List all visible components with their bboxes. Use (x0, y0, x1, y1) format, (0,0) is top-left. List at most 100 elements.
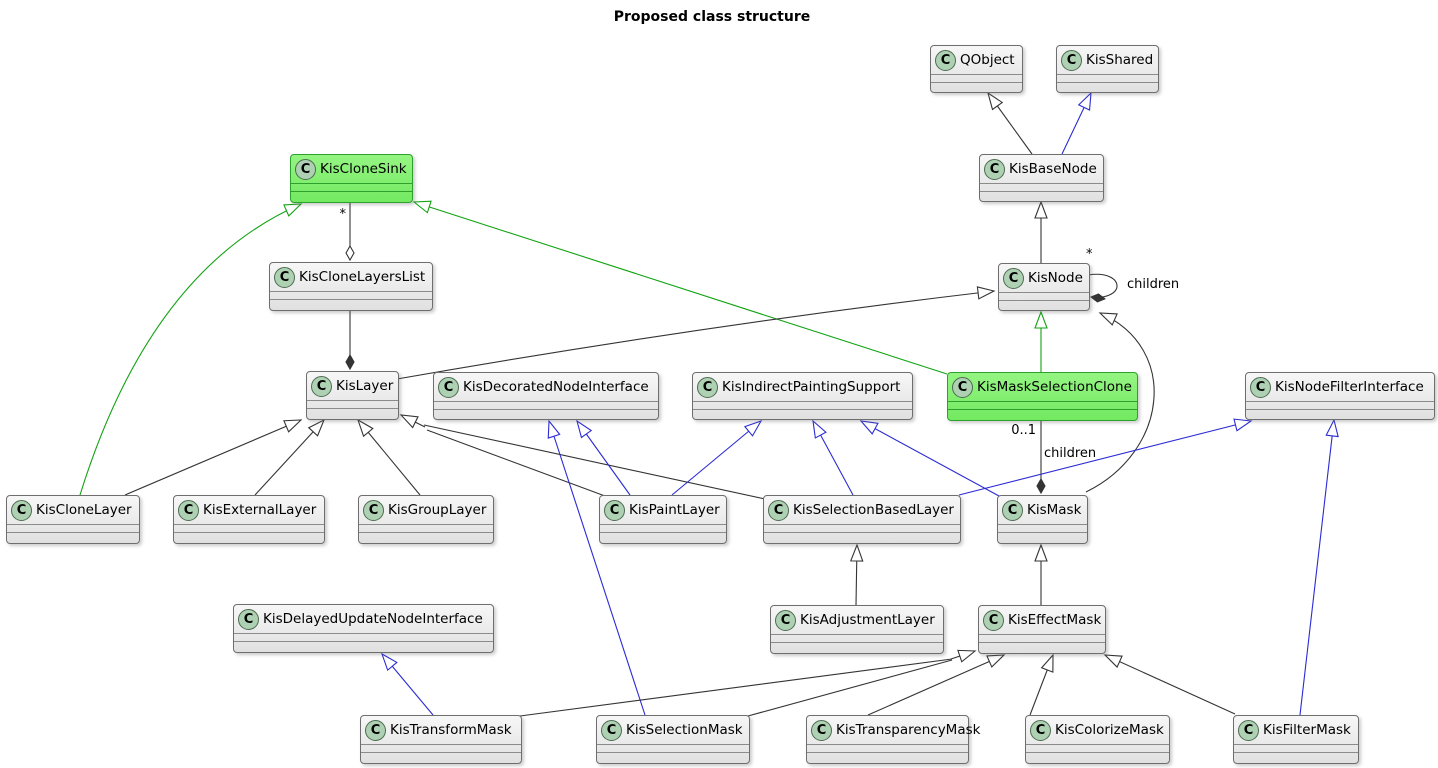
class-stereotype-icon: C (1003, 267, 1024, 289)
edge-kisgrouplayer-extends-kislayer (357, 418, 421, 496)
class-name: KisPaintLayer (629, 502, 720, 518)
edge-kisbasenode-extends-kisshared (1061, 91, 1092, 155)
fields-compartment (1026, 744, 1169, 752)
class-stereotype-icon: C (274, 266, 295, 288)
methods-compartment (1026, 752, 1169, 760)
class-stereotype-icon: C (697, 376, 718, 398)
class-name: KisShared (1086, 52, 1154, 68)
fields-compartment (359, 524, 493, 532)
class-stereotype-icon: C (984, 158, 1005, 180)
methods-compartment (434, 409, 658, 417)
class-name: KisColorizeMask (1055, 722, 1164, 738)
class-name: KisIndirectPaintingSupport (722, 379, 901, 395)
class-stereotype-icon: C (983, 609, 1004, 631)
class-stereotype-icon: C (438, 376, 459, 398)
fields-compartment (948, 401, 1137, 409)
fields-compartment (291, 183, 412, 191)
fields-compartment (693, 401, 912, 409)
methods-compartment (1234, 752, 1358, 760)
methods-compartment (361, 752, 521, 760)
edge-role-label: children (1044, 446, 1097, 461)
edge-kislayer-extends-kisnode (396, 286, 996, 380)
methods-compartment (979, 642, 1105, 650)
edge-kisselectionbasedlayer-extends-kislayer (423, 424, 766, 500)
edge-kisclonelayer-extends-kisclonesink (79, 203, 303, 496)
edge-kisfiltermask-extends-kisnodefilterinterface (1299, 418, 1339, 716)
class-stereotype-icon: C (11, 499, 32, 521)
fields-compartment (807, 744, 968, 752)
methods-compartment (807, 752, 968, 760)
fields-compartment (600, 524, 726, 532)
fields-compartment (931, 74, 1022, 82)
methods-compartment (771, 642, 943, 650)
edge-role-label: children (1127, 277, 1180, 292)
class-stereotype-icon: C (178, 499, 199, 521)
multiplicity-label: 0..1 (1011, 423, 1036, 438)
class-name: KisExternalLayer (203, 502, 317, 518)
class-name: KisMaskSelectionClone (977, 379, 1132, 395)
fields-compartment (597, 744, 749, 752)
class-stereotype-icon: C (311, 375, 332, 397)
fields-compartment (1246, 401, 1434, 409)
methods-compartment (7, 532, 139, 540)
methods-compartment (597, 752, 749, 760)
edge-kistransparencymask-extends-kiseffectmask (867, 654, 1006, 716)
methods-compartment (998, 532, 1087, 540)
methods-compartment (999, 300, 1089, 308)
class-stereotype-icon: C (601, 719, 622, 741)
class-stereotype-icon: C (238, 608, 259, 630)
class-name: KisFilterMask (1263, 722, 1351, 738)
edge-kismask-extends-kisnode (1085, 312, 1155, 493)
diagram-title: Proposed class structure (613, 9, 811, 25)
class-name: KisCloneLayer (36, 502, 132, 518)
edge-kismaskselectionclone-extends-kisclonesink (412, 200, 948, 375)
fields-compartment (7, 524, 139, 532)
class-name: KisSelectionMask (626, 722, 743, 738)
edge-kispaintlayer-extends-kislayer (399, 414, 426, 429)
edge-kisclonelayer-extends-kislayer (124, 419, 303, 496)
methods-compartment (234, 641, 493, 649)
edge-kisfiltermask-extends-kiseffectmask (1103, 654, 1236, 715)
fields-compartment (361, 744, 521, 752)
class-stereotype-icon: C (295, 158, 316, 180)
class-name: KisGroupLayer (388, 502, 487, 518)
methods-compartment (600, 532, 726, 540)
class-name: KisDelayedUpdateNodeInterface (263, 611, 483, 627)
edge-kisadjustmentlayer-extends-kisselectionbasedlayer (849, 543, 864, 606)
fields-compartment (998, 524, 1087, 532)
class-stereotype-icon: C (363, 499, 384, 521)
edge-kismask-extends-kisindirectpaintingsupport (859, 420, 1000, 497)
fields-compartment (771, 634, 943, 642)
class-name: KisTransparencyMask (836, 722, 981, 738)
methods-compartment (980, 191, 1103, 199)
edge-kisselectionbasedlayer-extends-kisnodefilterinterface (958, 418, 1253, 496)
fields-compartment (174, 524, 324, 532)
